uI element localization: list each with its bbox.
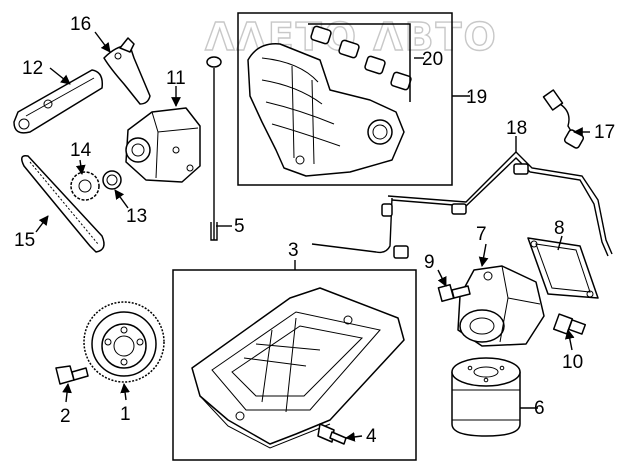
part-11-oil-pump (125, 107, 201, 183)
callout-9: 9 (424, 252, 435, 273)
callout-2: 2 (60, 406, 71, 427)
part-9-bolt (437, 283, 471, 303)
part-8-cover-plate (527, 237, 599, 299)
callout-20: 20 (422, 49, 443, 70)
callout-4: 4 (366, 426, 377, 447)
part-5-dipstick (206, 56, 222, 241)
part-7-oil-filter-adapter (457, 265, 545, 347)
callout-10: 10 (562, 352, 583, 373)
callout-1: 1 (120, 404, 131, 425)
part-18-wire-harness (311, 151, 613, 259)
part-14-sprocket (70, 171, 100, 201)
part-13-seal (102, 170, 122, 190)
callout-19: 19 (466, 87, 487, 108)
callout-18: 18 (506, 118, 527, 139)
callout-17: 17 (594, 122, 615, 143)
part-6-oil-filter (451, 357, 521, 437)
part-19-intake-manifold (247, 43, 405, 177)
part-15-timing-chain (21, 154, 105, 253)
callout-8: 8 (554, 218, 565, 239)
callout-11: 11 (166, 68, 186, 89)
part-10-pressure-switch (552, 313, 587, 335)
part-4-drain-bolt (317, 423, 347, 445)
part-16-tensioner-arm (103, 37, 151, 105)
part-3-oil-pan (191, 287, 405, 449)
callout-6: 6 (534, 398, 545, 419)
callout-3: 3 (288, 240, 299, 261)
callout-7: 7 (476, 224, 487, 245)
part-1-flywheel (83, 301, 165, 383)
part-20-gasket-set (308, 23, 412, 102)
callout-16: 16 (70, 14, 91, 35)
part-2-bolt (55, 365, 89, 385)
callout-13: 13 (126, 206, 147, 227)
part-17-sensor (542, 89, 585, 149)
callout-12: 12 (22, 58, 43, 79)
callout-14: 14 (70, 140, 92, 161)
intake-manifold-box (237, 12, 453, 186)
callout-15: 15 (14, 230, 35, 251)
leader-lines (35, 31, 590, 442)
part-12-chain-guide (13, 69, 104, 134)
callout-5: 5 (234, 216, 245, 237)
